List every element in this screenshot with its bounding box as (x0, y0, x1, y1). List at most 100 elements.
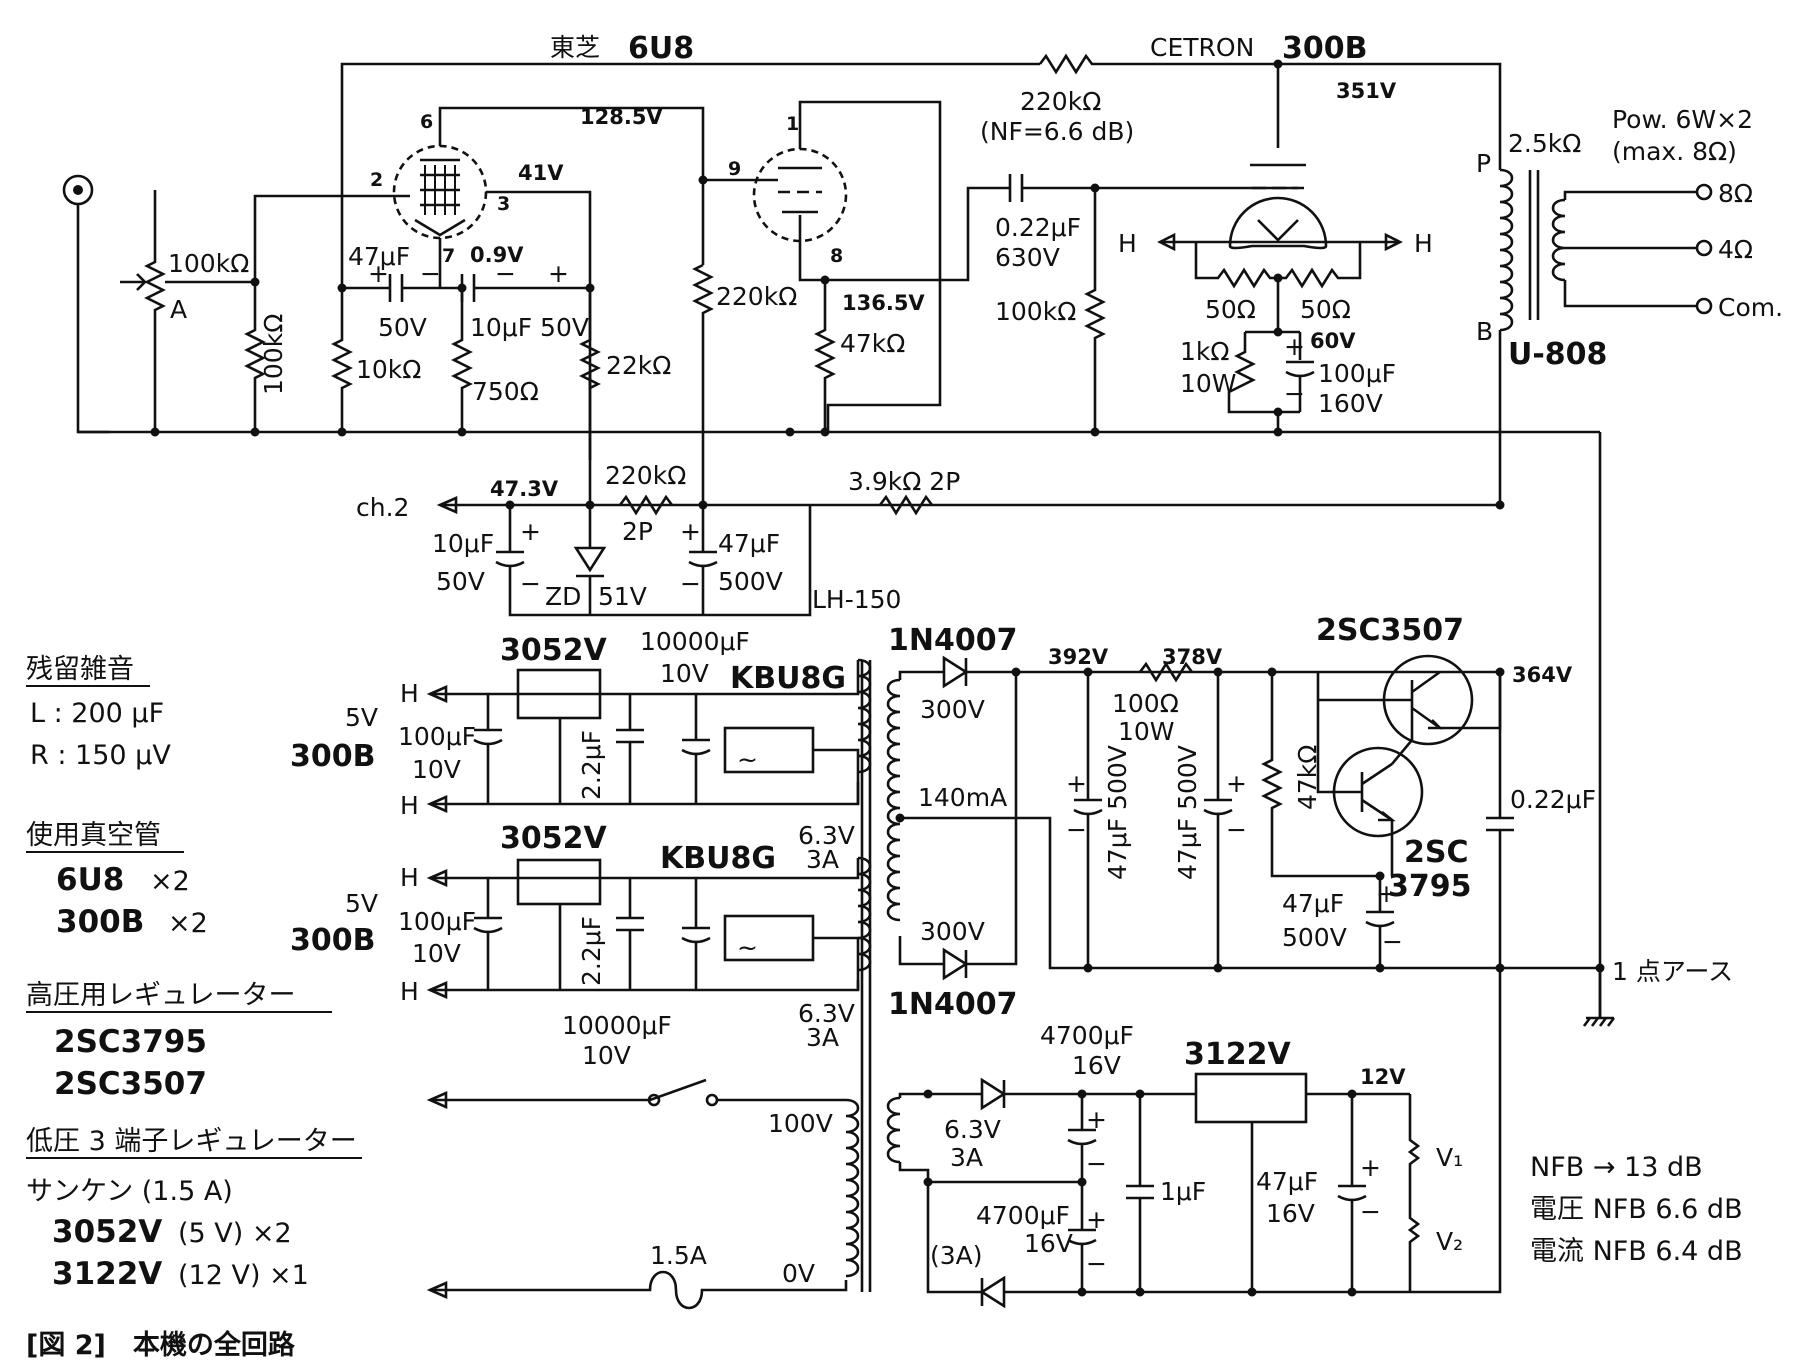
lv-cap-47-v: 16V (1266, 1199, 1315, 1228)
figure-caption: [図 2] 本機の全回路 (26, 1329, 296, 1361)
lv-cap-47: 47μF (1256, 1167, 1318, 1196)
heater1-regulator: 3052V (500, 633, 607, 668)
transformer-primary-b: B (1476, 317, 1493, 346)
filament-h-right: H (1414, 229, 1433, 258)
nfb-total: NFB → 13 dB (1530, 1152, 1703, 1183)
lv-cap-47-plus: + (1360, 1153, 1381, 1182)
hv-cap-1: 47μF 500V (1103, 745, 1132, 880)
heater2-cap100: 100μF (398, 907, 476, 936)
coupling-cap-voltage: 630V (995, 243, 1060, 272)
bias-res-value: 1kΩ (1180, 337, 1230, 366)
hv-cap-1-plus: + (1066, 769, 1087, 798)
dec-cap-10-plus: + (520, 517, 541, 546)
r10k-value: 10kΩ (356, 355, 421, 384)
heater1-cap100-v: 10V (412, 755, 461, 784)
filament-h-left: H (1118, 229, 1137, 258)
dec-resistor-watt: 2P (622, 517, 653, 546)
grid-leak-value: 100kΩ (259, 314, 288, 395)
hum-res-a: 50Ω (1205, 295, 1256, 324)
cathode-follower-voltage: 136.5V (842, 291, 925, 315)
heater-v2: V₂ (1436, 1227, 1463, 1256)
screen-cap-value: 10μF 50V (470, 313, 589, 342)
coupling-cap-value: 0.22μF (995, 213, 1081, 242)
dec-res-39k: 3.9kΩ 2P (848, 467, 960, 496)
heater1-cap10000-v: 10V (660, 659, 709, 688)
heater2-cap100-v: 10V (412, 939, 461, 968)
cap-minus-2: − (495, 259, 516, 288)
grid-leak-resistor: 100kΩ (244, 277, 288, 432)
pin-6: 6 (420, 111, 433, 133)
tube-300b-note: 300B (56, 904, 144, 940)
output-power-max: (max. 8Ω) (1612, 137, 1737, 166)
lv-cap-4700-b: 4700μF (976, 1201, 1070, 1230)
heater1-h-top: H (400, 679, 419, 708)
nfb-voltage: 電圧 NFB 6.6 dB (1530, 1194, 1743, 1225)
lv-cap-4700-a-v: 16V (1072, 1051, 1121, 1080)
dec-resistor-value: 220kΩ (605, 461, 686, 490)
hv-cap-3: 47μF (1282, 889, 1344, 918)
hv-node-392: 392V (1048, 645, 1109, 669)
pin-2: 2 (370, 169, 383, 191)
tube-300b (1228, 163, 1328, 250)
hv-reg-a: 2SC3795 (54, 1024, 207, 1060)
lv-cap-1uf: 1μF (1160, 1177, 1206, 1206)
lv-cap-a-minus: − (1086, 1149, 1107, 1178)
transformer-model: U-808 (1508, 337, 1607, 372)
r750-value: 750Ω (472, 377, 539, 406)
input-jack (62, 174, 110, 434)
cap-minus: − (420, 259, 441, 288)
heater-v1: V₁ (1436, 1143, 1463, 1172)
lv-regulator-label: 3122V (1184, 1037, 1291, 1072)
lv-reg-title: 低圧 3 端子レギュレーター (26, 1126, 357, 1157)
hv-cap-3-minus: − (1382, 927, 1403, 956)
lv-cap-b-plus: + (1086, 1205, 1107, 1234)
zener-label: ZD (545, 582, 581, 611)
bias-cap-value: 100μF (1318, 359, 1396, 388)
fuse-rating: 1.5A (650, 1241, 707, 1270)
hv-cap-2-plus: + (1226, 769, 1247, 798)
cap-plus-2: + (548, 259, 569, 288)
heater2-winding-v: 6.3V (798, 999, 855, 1028)
heater2-h-bottom: H (400, 977, 419, 1006)
pin-9: 9 (728, 158, 741, 180)
transformer-impedance: 2.5kΩ (1508, 129, 1581, 158)
dec-cap-10-value: 10μF (432, 529, 494, 558)
r47k-value: 47kΩ (840, 329, 905, 358)
dec-cap-47-value: 47μF (718, 529, 780, 558)
pin-1: 1 (786, 113, 799, 135)
dec-cap-47-plus: + (680, 517, 701, 546)
heater2-cap22: 2.2μF (577, 916, 606, 986)
choke-model: LH-150 (812, 585, 901, 614)
lv-reg-b: 3122V (52, 1256, 162, 1292)
output-transformer (1499, 168, 1566, 332)
hv-cap-3-plus: + (1376, 879, 1397, 908)
ground-icon (1582, 968, 1616, 1027)
hv-diode-1: 1N4007 (888, 623, 1017, 658)
pentode-plate-voltage: 128.5V (580, 105, 663, 129)
nfb-note: (NF=6.6 dB) (980, 117, 1134, 146)
pin-8: 8 (830, 245, 843, 267)
hv-reg-b: 2SC3507 (54, 1066, 207, 1102)
lv-cap-b-minus: − (1086, 1249, 1107, 1278)
lv-cap-4700-b-v: 16V (1024, 1229, 1073, 1258)
hv-output-voltage: 364V (1512, 663, 1573, 687)
earth-label: 1 点アース (1612, 957, 1733, 986)
input-tube-type: 6U8 (628, 31, 694, 66)
volume-pot: 100kΩ A (120, 190, 249, 432)
bridge1-ac: ~ (737, 745, 758, 774)
hv-cap-2-minus: − (1226, 815, 1247, 844)
bridge2-ac: ~ (737, 933, 758, 962)
hv-current: 140mA (918, 783, 1007, 812)
hum-res-b: 50Ω (1300, 295, 1351, 324)
bias-voltage: 60V (1310, 329, 1356, 353)
heater1-5v: 5V (345, 703, 378, 732)
cathode-cap-voltage: 50V (378, 313, 427, 342)
lv-winding-a2: (3A) (930, 1241, 983, 1270)
heater1-winding-a: 3A (806, 845, 839, 874)
pot-taper: A (170, 295, 187, 324)
tube-300b-count: ×2 (168, 908, 208, 939)
r22k-value: 22kΩ (606, 351, 671, 380)
tube-6u8-count: ×2 (150, 866, 190, 897)
lv-reg-b-spec: (12 V) ×1 (178, 1260, 309, 1291)
tubes-title: 使用真空管 (26, 820, 161, 851)
